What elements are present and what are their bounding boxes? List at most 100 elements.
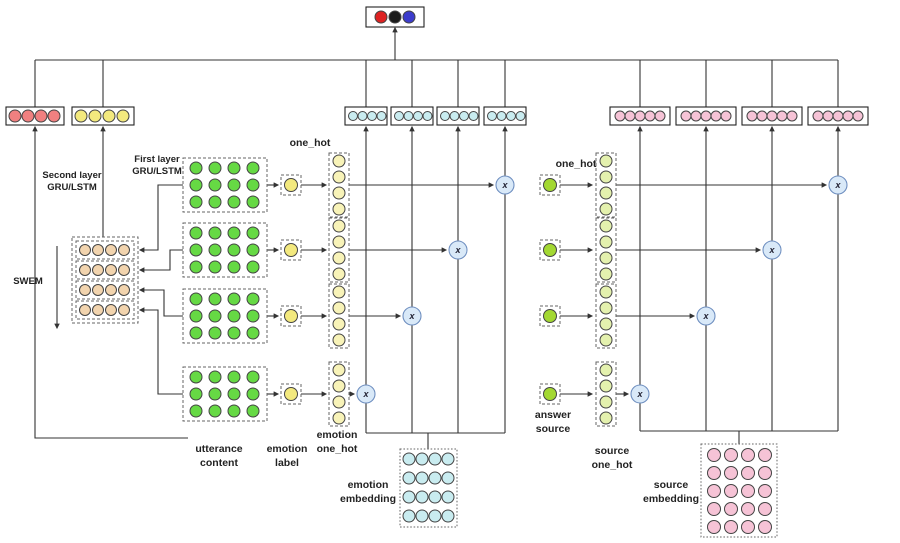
cell-circle [599, 333, 613, 347]
emotion-onehot-box-1 [328, 152, 350, 218]
source-embedding-circles [707, 448, 772, 534]
svg-text:x: x [636, 389, 643, 399]
answer-source-box-1 [539, 174, 561, 196]
cell-circle [543, 243, 557, 257]
output-circle-black [388, 10, 402, 24]
cell-circle [724, 484, 738, 498]
cell-circle [441, 452, 455, 466]
emotion-onehot-circles-4 [332, 363, 346, 425]
cell-circle [189, 292, 203, 306]
cell-circle [756, 110, 768, 122]
cell-circle [415, 471, 429, 485]
emotion-embedding-label-line1: emotion [348, 479, 389, 491]
source-embedding-label-line1: source [654, 479, 689, 491]
cell-circle [634, 110, 646, 122]
cell-circle [724, 448, 738, 462]
emotion-embedding-box [399, 448, 458, 528]
cell-circle [654, 110, 666, 122]
svg-text:x: x [834, 180, 841, 190]
cell-circle [707, 520, 721, 534]
cell-circle [284, 387, 298, 401]
cell-circle [332, 235, 346, 249]
source-vector-circles-1 [614, 110, 666, 122]
answer-source-label-line2: source [536, 423, 571, 435]
output-circle-blue [402, 10, 416, 24]
cell-circle [376, 111, 387, 121]
multiply-node-emotion-2: x [448, 240, 468, 260]
cell-circle [413, 111, 423, 121]
utterance-matrix-4 [182, 366, 268, 422]
cell-circle [189, 243, 203, 257]
cell-circle [284, 309, 298, 323]
answer-source-circle-3 [543, 309, 557, 323]
cell-circle [496, 111, 507, 121]
cell-circle [208, 326, 222, 340]
cell-circle [47, 109, 61, 123]
cell-circle [246, 326, 260, 340]
source-onehot-circles-2 [599, 219, 613, 281]
cell-circle [21, 109, 35, 123]
swem-row-1 [75, 240, 135, 260]
cell-circle [208, 309, 222, 323]
cell-circle [246, 292, 260, 306]
second-layer-label-line2: GRU/LSTM [47, 182, 97, 193]
cell-circle [227, 161, 241, 175]
cell-circle [403, 111, 414, 121]
utterance-content-label-line2: content [200, 457, 238, 469]
cell-circle [741, 448, 755, 462]
cell-circle [459, 111, 469, 121]
multiply-node-source-3: x [696, 306, 716, 326]
svg-text:x: x [768, 245, 775, 255]
first-layer-label-line1: First layer [134, 154, 180, 165]
cell-circle [644, 110, 656, 122]
source-onehot-box-2 [595, 217, 617, 283]
emotion-label-circle-4 [284, 387, 298, 401]
cell-circle [74, 109, 88, 123]
utterance-matrix-circles-2 [189, 226, 260, 274]
utterance-matrix-3 [182, 288, 268, 344]
cell-circle [246, 243, 260, 257]
cell-circle [357, 111, 368, 121]
cell-circle [189, 387, 203, 401]
cell-circle [624, 110, 636, 122]
cell-circle [246, 370, 260, 384]
connectors [32, 26, 841, 449]
cell-circle [415, 452, 429, 466]
cell-circle [367, 111, 377, 121]
source-embedding-box [700, 443, 778, 538]
cell-circle [189, 178, 203, 192]
emotion-onehot-box-4 [328, 361, 350, 427]
cell-circle [189, 161, 203, 175]
utterance-matrix-circles-4 [189, 370, 260, 418]
cell-circle [208, 178, 222, 192]
cell-circle [543, 309, 557, 323]
cell-circle [88, 109, 102, 123]
cell-circle [599, 170, 613, 184]
swem-output-circles [74, 109, 130, 123]
svg-text:x: x [362, 389, 369, 399]
cell-circle [348, 111, 358, 121]
cell-circle [680, 110, 692, 122]
output-circle-red [374, 10, 388, 24]
multiply-node-source-4: x [630, 384, 650, 404]
emotion-label-circle-1 [284, 178, 298, 192]
cell-circle [118, 244, 130, 256]
cell-circle [332, 251, 346, 265]
answer-source-label-line1: answer [535, 409, 571, 421]
cell-circle [79, 284, 91, 296]
cell-circle [227, 195, 241, 209]
svg-text:x: x [501, 180, 508, 190]
cell-circle [599, 251, 613, 265]
swem-row-circles-1 [79, 244, 130, 256]
cell-circle [246, 387, 260, 401]
cell-circle [599, 154, 613, 168]
cell-circle [415, 509, 429, 523]
cell-circle [332, 170, 346, 184]
cell-circle [227, 309, 241, 323]
cell-circle [599, 379, 613, 393]
cell-circle [118, 284, 130, 296]
one-hot-label-left: one_hot [290, 137, 331, 149]
cell-circle [208, 243, 222, 257]
cell-circle [208, 260, 222, 274]
cell-circle [246, 309, 260, 323]
